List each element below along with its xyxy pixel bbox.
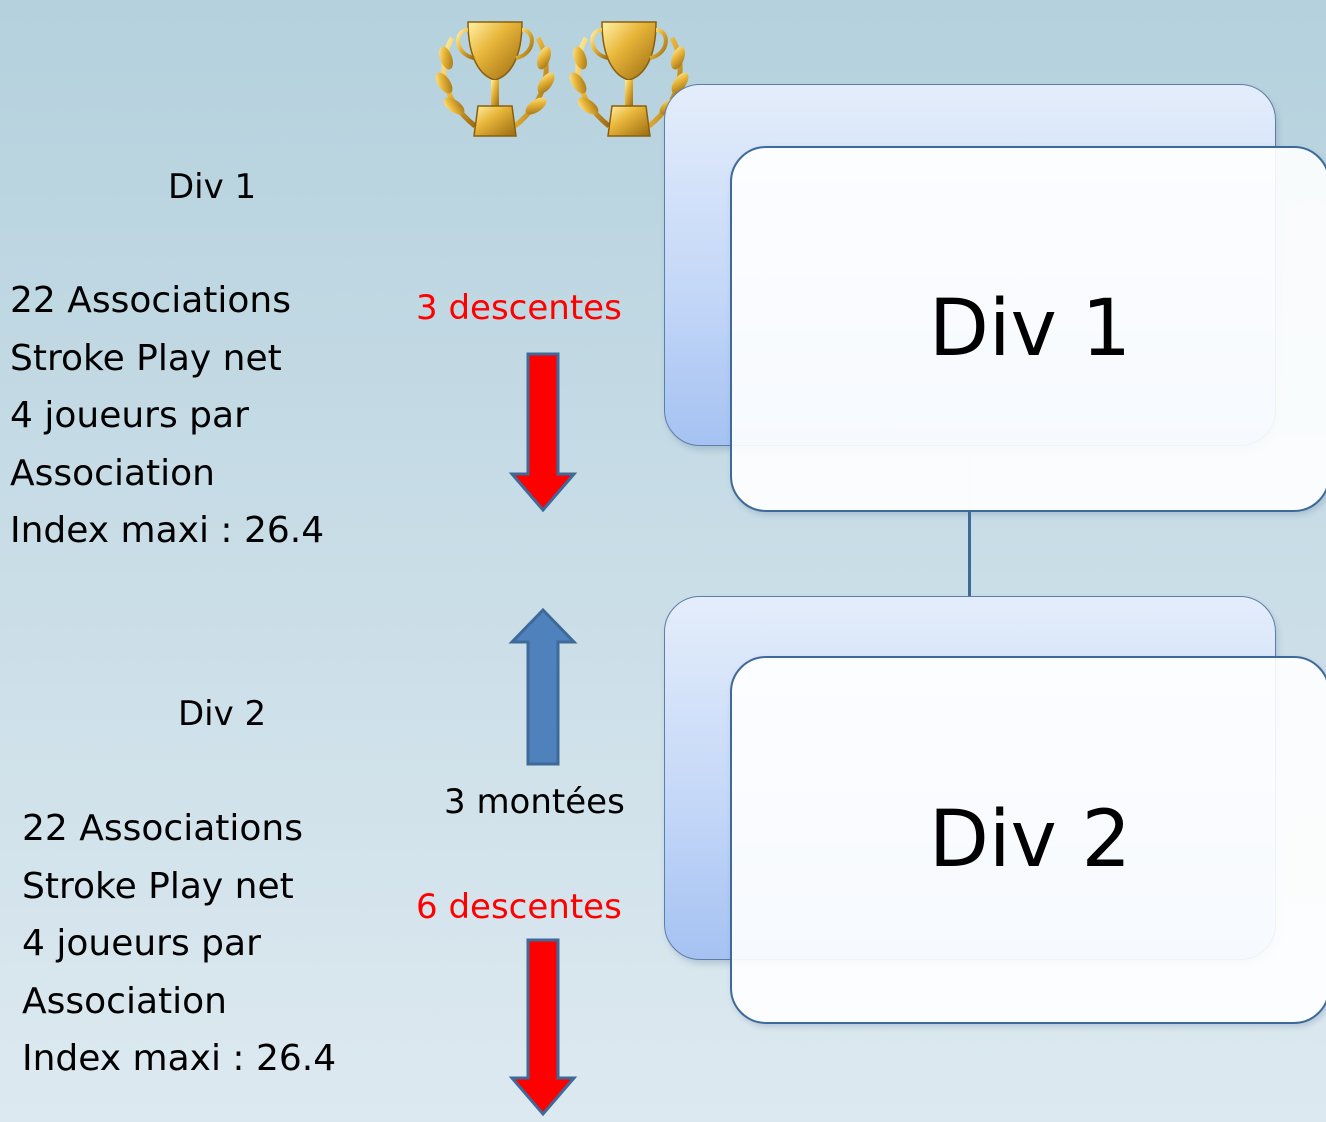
detail-line: 22 Associations [10, 280, 291, 321]
detail-line: Index maxi : 26.4 [22, 1038, 337, 1079]
detail-line: 22 Associations [22, 808, 303, 849]
arrow-down-icon [508, 938, 578, 1117]
div2-box-label: Div 2 [928, 795, 1132, 885]
detail-line: Association [10, 452, 215, 494]
arrow-up-icon [508, 608, 578, 766]
trophy-icon [435, 8, 692, 148]
detail-line: Index maxi : 26.4 [10, 510, 325, 551]
div2-box: Div 2 [730, 656, 1326, 1024]
div2-montees-label: 3 montées [444, 782, 625, 822]
detail-line: Stroke Play net [22, 865, 294, 907]
div2-heading: Div 2 [178, 694, 267, 734]
div1-descentes-label: 3 descentes [416, 288, 622, 328]
div1-details: 22 Associations Stroke Play net 4 joueur… [10, 272, 324, 560]
detail-line: Stroke Play net [10, 337, 282, 379]
div2-descentes-label: 6 descentes [416, 887, 622, 927]
div1-box-label: Div 1 [928, 284, 1132, 374]
trophies [430, 8, 692, 148]
arrow-down-icon [508, 352, 578, 512]
detail-line: 4 joueurs par [10, 395, 249, 436]
detail-line: Association [22, 980, 227, 1022]
div1-heading: Div 1 [168, 167, 257, 207]
detail-line: 4 joueurs par [22, 923, 261, 964]
div2-details: 22 Associations Stroke Play net 4 joueur… [22, 800, 336, 1088]
div1-box: Div 1 [730, 146, 1326, 512]
connector-line [968, 510, 971, 598]
